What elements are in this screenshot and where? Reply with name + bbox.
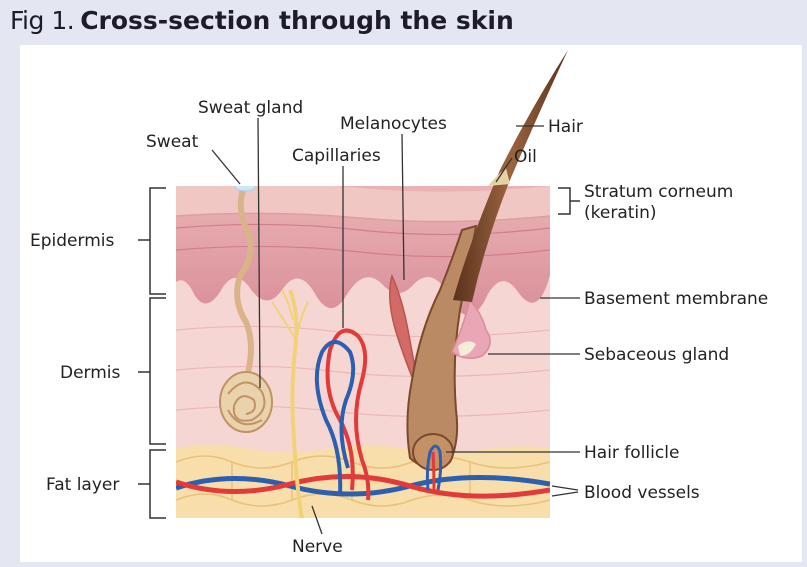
label-hair: Hair bbox=[548, 117, 583, 137]
epidermis-bracket bbox=[150, 188, 166, 294]
label-oil: Oil bbox=[514, 147, 537, 167]
label-basement-membrane: Basement membrane bbox=[584, 289, 768, 309]
label-epidermis: Epidermis bbox=[30, 231, 114, 251]
sweat-leader bbox=[212, 150, 240, 184]
stratum-bracket bbox=[558, 188, 580, 214]
blood-vessels-leader-1 bbox=[552, 486, 578, 490]
label-dermis: Dermis bbox=[60, 363, 121, 383]
sweat-gland-coil bbox=[220, 372, 272, 432]
label-nerve: Nerve bbox=[292, 537, 343, 557]
label-hair-follicle: Hair follicle bbox=[584, 443, 679, 463]
label-capillaries: Capillaries bbox=[292, 146, 381, 166]
blood-vessels-leader-2 bbox=[552, 492, 578, 496]
dermis-bracket bbox=[150, 298, 166, 444]
skin-block bbox=[176, 183, 550, 520]
label-sweat: Sweat bbox=[146, 132, 199, 152]
label-keratin: (keratin) bbox=[584, 203, 657, 223]
label-fat-layer: Fat layer bbox=[46, 475, 119, 495]
sweat-droplet bbox=[235, 183, 255, 191]
label-sweat-gland: Sweat gland bbox=[198, 98, 303, 118]
label-melanocytes: Melanocytes bbox=[340, 114, 447, 134]
fat-layer-bracket bbox=[150, 450, 166, 518]
left-brackets bbox=[138, 188, 166, 518]
label-sebaceous-gland: Sebaceous gland bbox=[584, 345, 729, 365]
label-blood-vessels: Blood vessels bbox=[584, 483, 700, 503]
label-stratum-corneum: Stratum corneum bbox=[584, 182, 733, 202]
